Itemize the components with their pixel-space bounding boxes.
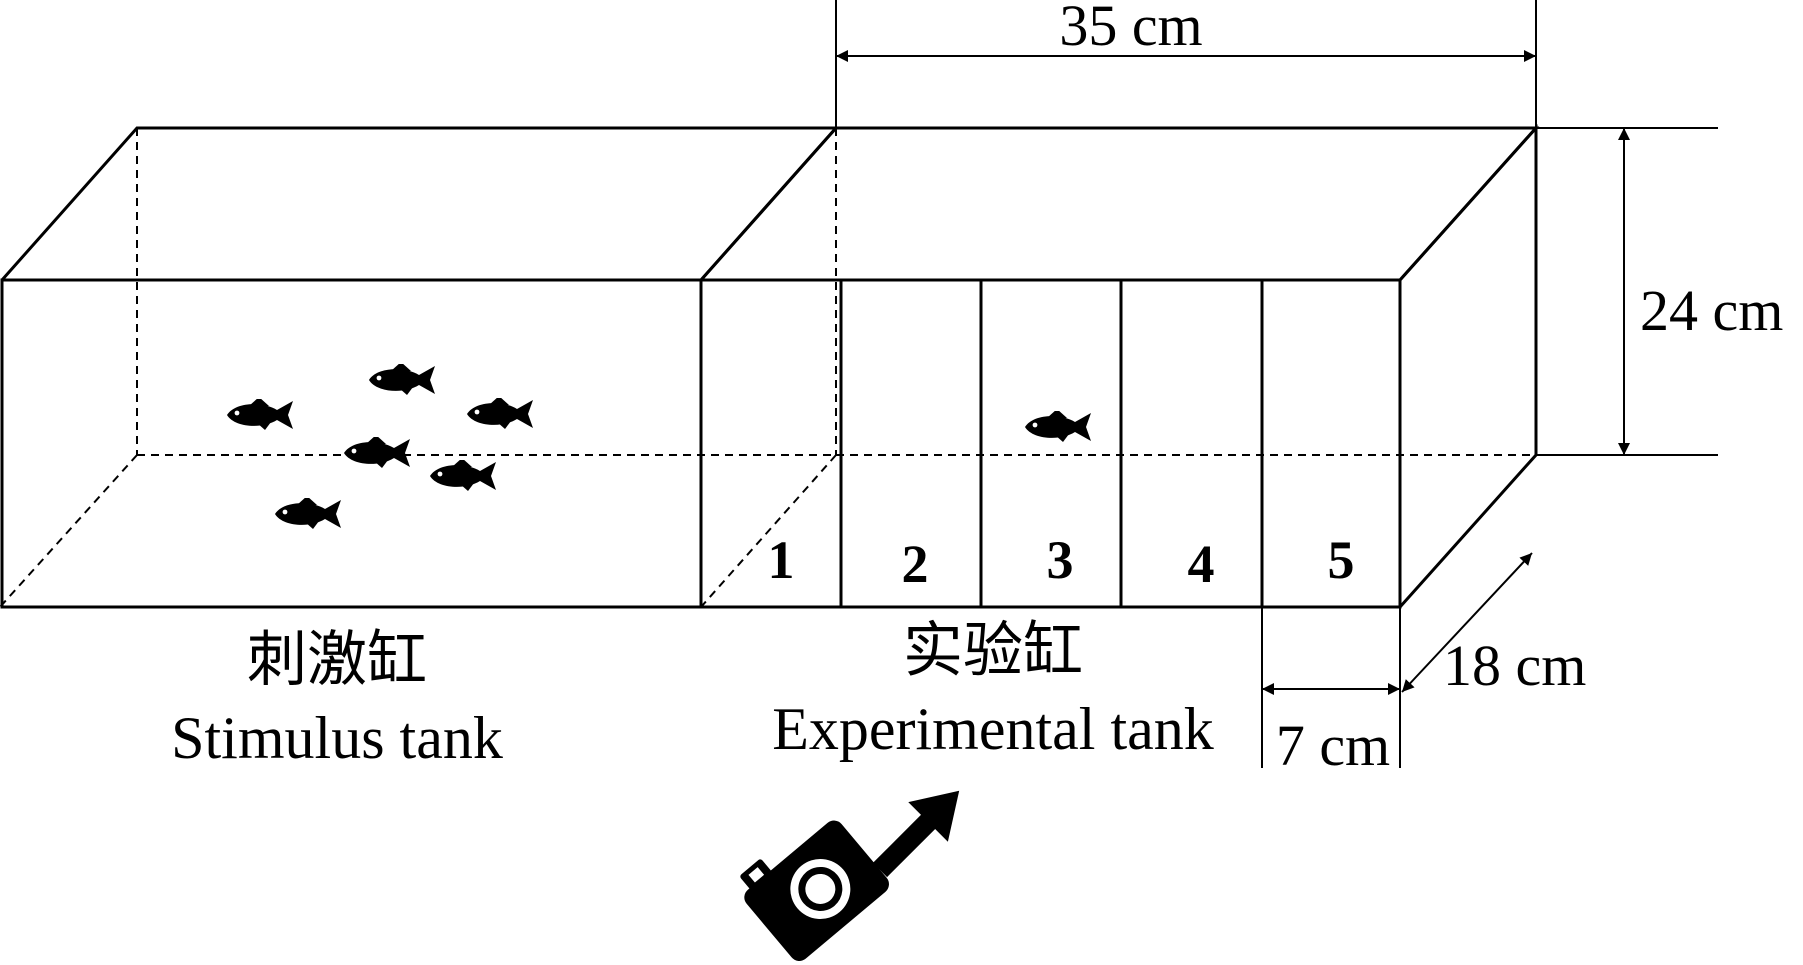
compartment-3: 3 — [1047, 530, 1074, 590]
compartment-5: 5 — [1328, 530, 1355, 590]
experimental-tank-label-cn: 实验缸 — [903, 618, 1083, 684]
camera-icon — [740, 820, 889, 962]
compartment-numbers: 1 2 3 4 5 — [768, 530, 1355, 594]
dimension-length: 35 cm — [835, 0, 1537, 128]
stimulus-tank — [0, 126, 840, 609]
stimulus-fish-group — [227, 364, 533, 529]
fish-icon — [467, 398, 533, 429]
height-label: 24 cm — [1640, 278, 1783, 343]
stimulus-tank-label-cn: 刺激缸 — [247, 627, 427, 693]
fish-icon — [430, 460, 496, 491]
fish-icon — [275, 498, 341, 529]
compartment-4: 4 — [1188, 534, 1215, 594]
experimental-tank — [699, 124, 1540, 609]
length-label: 35 cm — [1059, 0, 1202, 58]
dimension-depth: 18 cm — [1401, 552, 1586, 698]
experimental-tank-label-en: Experimental tank — [772, 696, 1214, 762]
stimulus-tank-label-en: Stimulus tank — [171, 705, 503, 771]
compartment-width-label: 7 cm — [1276, 713, 1390, 778]
stimulus-tank-label: 刺激缸 Stimulus tank — [171, 627, 503, 771]
fish-icon — [369, 364, 435, 395]
compartment-2: 2 — [902, 534, 929, 594]
experimental-tank-label: 实验缸 Experimental tank — [772, 618, 1214, 762]
compartment-1: 1 — [768, 530, 795, 590]
fish-icon — [227, 399, 293, 430]
fish-icon — [344, 437, 410, 468]
dimension-height: 24 cm — [1536, 127, 1783, 456]
view-arrow-icon — [872, 790, 960, 878]
depth-label: 18 cm — [1443, 633, 1586, 698]
fish-icon — [1025, 411, 1091, 442]
dimension-compartment: 7 cm — [1261, 607, 1401, 778]
